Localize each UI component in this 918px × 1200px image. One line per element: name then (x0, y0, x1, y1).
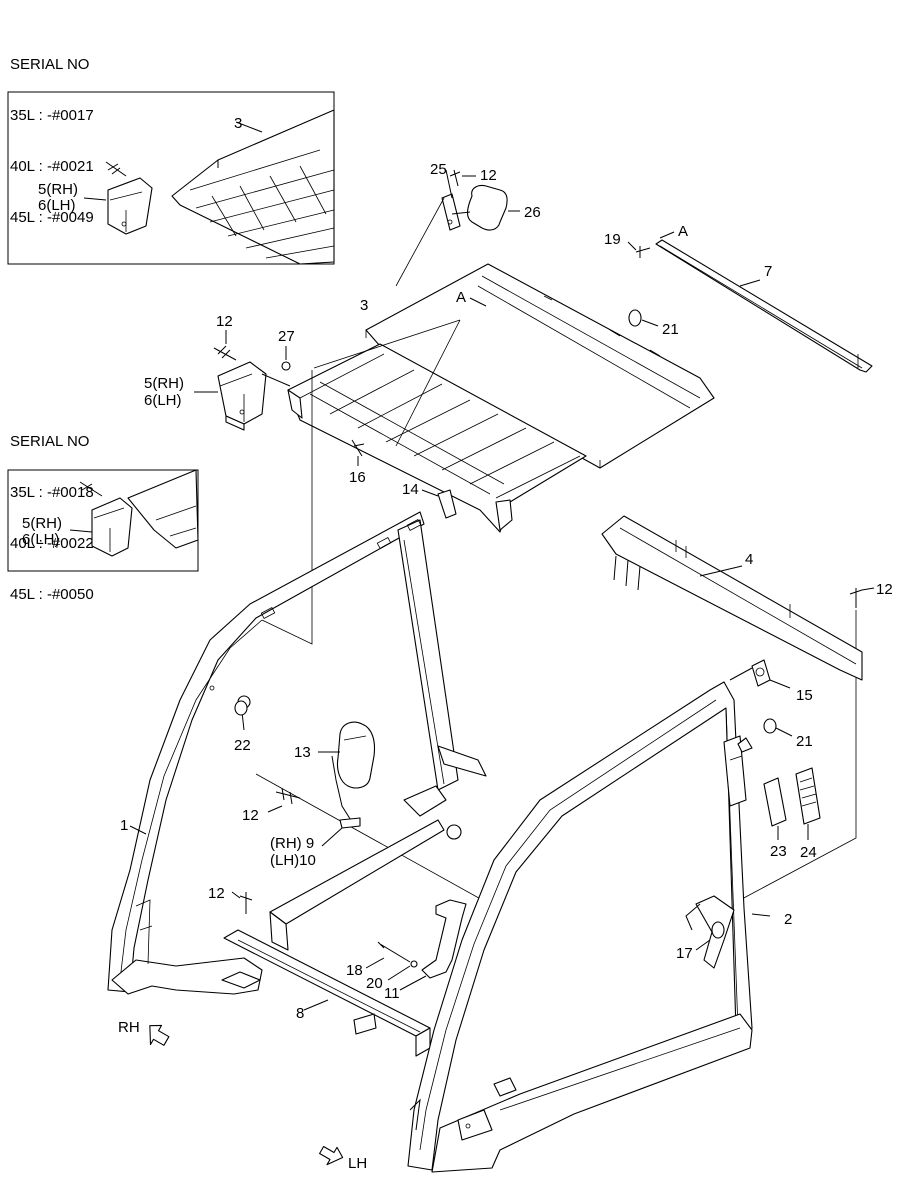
callout-3: 3 (360, 297, 368, 314)
callout-labels: 3 5(RH) 6(LH) 5(RH) 6(LH) 25 12 26 19 A … (22, 115, 893, 1172)
callout-27: 27 (278, 328, 295, 345)
clip-14 (421, 489, 457, 519)
callout-12-mirror: 12 (242, 807, 259, 824)
callout-inset2-5rh: 5(RH) (22, 515, 62, 532)
callout-5rh: 5(RH) (144, 375, 184, 392)
callout-12-right: 12 (876, 581, 893, 598)
callout-9-rh: (RH) 9 (270, 835, 314, 852)
callout-18: 18 (346, 962, 363, 979)
callout-4: 4 (745, 551, 753, 568)
callout-inset2-6lh: 6(LH) (22, 531, 60, 548)
callout-20: 20 (366, 975, 383, 992)
bar-7 (627, 231, 873, 373)
callout-6lh: 6(LH) (144, 392, 182, 409)
callout-12-top: 12 (480, 167, 497, 184)
callout-15: 15 (796, 687, 813, 704)
bolt-16 (351, 439, 365, 466)
callout-a-mid: A (456, 289, 466, 306)
callout-rh: RH (118, 1019, 140, 1036)
serial-block-1: SERIAL NO 35L : -#0017 40L : -#0021 45L … (10, 22, 94, 243)
rear-rail-4 (601, 515, 863, 681)
callout-26: 26 (524, 204, 541, 221)
serial-block-2: SERIAL NO 35L : -#0018 40L : -#0022 45L … (10, 399, 94, 620)
callout-24: 24 (800, 844, 817, 861)
callout-11: 11 (384, 985, 400, 1002)
inset-detail-1 (7, 91, 335, 265)
lh-arrow-icon (319, 1145, 344, 1166)
serial-line: 45L : -#0049 (10, 209, 94, 226)
callout-17: 17 (676, 945, 693, 962)
serial-title: SERIAL NO (10, 56, 90, 73)
callout-a-top: A (678, 223, 688, 240)
serial-line: 40L : -#0022 (10, 535, 94, 552)
callout-14: 14 (402, 481, 419, 498)
bracket-5-6 (194, 330, 291, 431)
bolt-12-right (849, 587, 875, 608)
callout-8: 8 (296, 1005, 304, 1022)
callout-12-left: 12 (216, 313, 233, 330)
mirror-13-assembly (267, 721, 376, 847)
inset-detail-2 (7, 469, 199, 572)
callout-12-bottom: 12 (208, 885, 225, 902)
callout-1: 1 (120, 817, 128, 834)
callout-inset1-3: 3 (234, 115, 242, 132)
callout-23: 23 (770, 843, 787, 860)
serial-line: 35L : -#0018 (10, 484, 94, 501)
mirror-26-assembly (441, 169, 520, 231)
leader-lines (255, 197, 857, 903)
serial-title: SERIAL NO (10, 433, 90, 450)
callout-16: 16 (349, 469, 366, 486)
callout-inset1-6lh: 6(LH) (38, 197, 76, 214)
callout-21-right: 21 (796, 733, 813, 750)
callout-2: 2 (784, 911, 792, 928)
callout-13: 13 (294, 744, 311, 761)
callout-25: 25 (430, 161, 447, 178)
serial-line: 40L : -#0021 (10, 158, 94, 175)
callout-7: 7 (764, 263, 772, 280)
crossbar-8 (221, 891, 431, 1057)
canopy-grille-frame (287, 343, 587, 533)
grab-handle-11 (365, 899, 467, 991)
callout-inset1-5rh: 5(RH) (38, 181, 78, 198)
rh-arrow-icon (149, 1024, 170, 1046)
frame-post-1 (107, 511, 487, 995)
serial-line: 35L : -#0017 (10, 107, 94, 124)
serial-line: 45L : -#0050 (10, 586, 94, 603)
callout-22: 22 (234, 737, 251, 754)
callout-10-lh: (LH)10 (270, 852, 316, 869)
callout-19: 19 (604, 231, 621, 248)
frame-post-2 (234, 659, 821, 1173)
callout-lh: LH (348, 1155, 367, 1172)
callout-21-top: 21 (662, 321, 679, 338)
